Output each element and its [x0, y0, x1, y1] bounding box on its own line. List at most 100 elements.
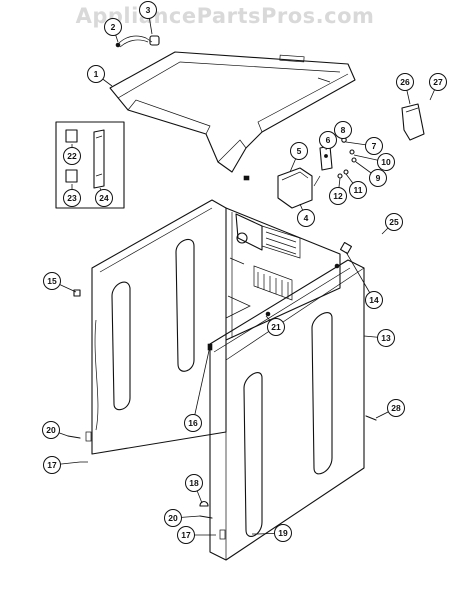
callout-label: 5 [297, 146, 302, 156]
callout-4: 4 [297, 203, 315, 227]
loose-hardware [67, 241, 377, 536]
callout-3: 3 [139, 1, 157, 35]
callout-label: 12 [333, 191, 343, 201]
callout-13: 13 [363, 329, 395, 347]
callout-circle [297, 209, 315, 227]
callout-label: 21 [271, 322, 281, 332]
callout-10: 10 [353, 153, 395, 171]
callout-leader [345, 251, 375, 301]
lid-switch-assembly [115, 35, 160, 48]
callout-18: 18 [185, 474, 203, 504]
callout-circle [387, 399, 405, 417]
callout-20: 20 [164, 509, 201, 527]
callout-15: 15 [43, 272, 77, 293]
callout-circle [42, 421, 60, 439]
callout-circle [43, 272, 61, 290]
callout-label: 23 [67, 193, 77, 203]
callout-12: 12 [329, 177, 347, 205]
callout-11: 11 [345, 173, 367, 199]
callout-21: 21 [265, 315, 285, 336]
callout-label: 7 [372, 141, 377, 151]
callout-17: 17 [43, 456, 81, 474]
callout-16: 16 [184, 345, 211, 432]
callout-label: 6 [326, 135, 331, 145]
callout-circle [63, 147, 81, 165]
callout-circle [177, 526, 195, 544]
callout-label: 24 [99, 193, 109, 203]
callout-label: 11 [354, 185, 363, 195]
callout-circle [429, 73, 447, 91]
watermark: AppliancePartsPros.com [75, 4, 375, 28]
cabinet-side-guard [401, 103, 425, 141]
callout-circle [365, 291, 383, 309]
panel-clip-inset [55, 121, 125, 209]
callout-label: 2 [111, 22, 116, 32]
callout-label: 19 [278, 528, 288, 538]
callout-circle [274, 524, 292, 542]
callout-leader [192, 345, 211, 424]
callout-circle [329, 187, 347, 205]
callout-label: 10 [381, 157, 391, 167]
callout-label: 15 [47, 276, 57, 286]
callout-14: 14 [345, 251, 383, 309]
callout-6: 6 [319, 131, 337, 151]
callout-22: 22 [63, 144, 81, 165]
callout-circle [43, 456, 61, 474]
callout-circle [334, 121, 352, 139]
callout-circle [319, 131, 337, 149]
callout-layer: 1234567891011121314151617171819202021222… [42, 1, 447, 544]
callout-label: 4 [304, 213, 309, 223]
callout-label: 16 [188, 418, 198, 428]
callout-label: 14 [369, 295, 379, 305]
callout-label: 20 [168, 513, 178, 523]
callout-19: 19 [257, 524, 292, 542]
callout-circle [396, 73, 414, 91]
callout-circle [104, 18, 122, 36]
callout-label: 20 [46, 425, 56, 435]
callout-circle [87, 65, 105, 83]
callout-label: 9 [376, 173, 381, 183]
callout-circle [139, 1, 157, 19]
callout-circle [377, 153, 395, 171]
callout-circle [185, 474, 203, 492]
callout-20: 20 [42, 421, 69, 439]
callout-1: 1 [87, 65, 113, 87]
callout-label: 17 [181, 530, 191, 540]
top-panel [109, 51, 356, 173]
callout-circle [63, 189, 81, 207]
callout-circle [365, 137, 383, 155]
callout-circle [95, 189, 113, 207]
callout-label: 18 [189, 478, 199, 488]
callout-circle [369, 169, 387, 187]
callout-label: 25 [389, 217, 399, 227]
callout-circle [267, 318, 285, 336]
callout-circle [385, 213, 403, 231]
callout-circle [377, 329, 395, 347]
callout-circle [184, 414, 202, 432]
callout-27: 27 [429, 73, 447, 101]
callout-label: 3 [146, 5, 151, 15]
callout-8: 8 [334, 121, 352, 139]
callout-23: 23 [63, 184, 81, 207]
callout-label: 13 [381, 333, 391, 343]
callout-circle [164, 509, 182, 527]
callout-label: 8 [341, 125, 346, 135]
callout-label: 22 [67, 151, 77, 161]
callout-25: 25 [381, 213, 403, 235]
callout-label: 1 [94, 69, 99, 79]
callout-26: 26 [396, 73, 414, 105]
callout-9: 9 [355, 161, 387, 187]
callout-label: 26 [400, 77, 410, 87]
callout-28: 28 [375, 399, 405, 419]
callout-17: 17 [177, 526, 208, 544]
cabinet-body [85, 199, 365, 561]
callout-label: 17 [47, 460, 57, 470]
callout-5: 5 [289, 142, 308, 173]
callout-label: 27 [433, 77, 443, 87]
callout-circle [290, 142, 308, 160]
callout-2: 2 [104, 18, 122, 43]
callout-24: 24 [95, 187, 113, 207]
callout-7: 7 [345, 137, 383, 155]
